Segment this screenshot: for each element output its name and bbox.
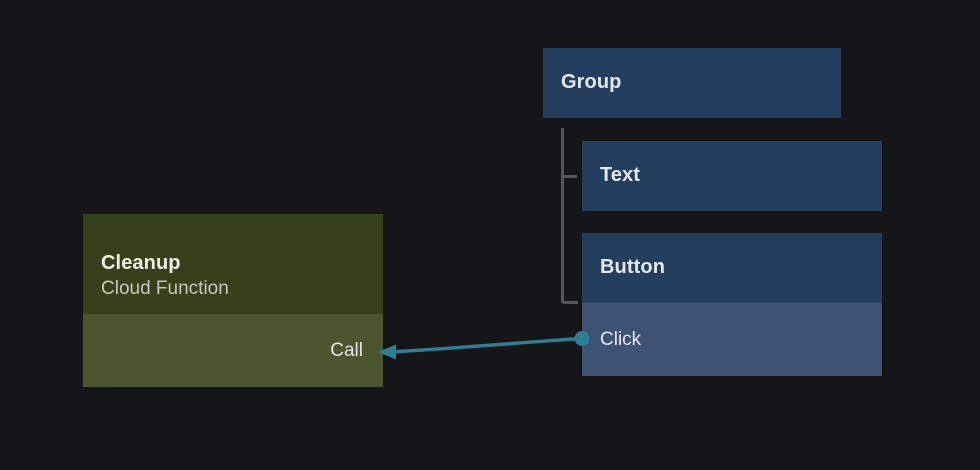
node-cleanup-subtitle: Cloud Function	[101, 277, 229, 299]
node-button-click-port-row[interactable]: Click	[582, 303, 882, 376]
port-label-call: Call	[330, 340, 363, 361]
node-group-title: Group	[561, 71, 622, 94]
node-text-title: Text	[600, 164, 641, 187]
node-cleanup[interactable]: Cleanup Cloud Function Call	[83, 214, 383, 387]
node-cleanup-header[interactable]: Cleanup Cloud Function	[83, 214, 383, 314]
node-text-header[interactable]: Text	[582, 141, 882, 211]
node-cleanup-call-port-row[interactable]: Call	[83, 314, 383, 387]
edge-path	[390, 336, 582, 354]
node-group[interactable]: Group	[543, 48, 841, 118]
node-button-title: Button	[600, 256, 666, 279]
node-cleanup-title: Cleanup	[101, 252, 181, 275]
node-button-header[interactable]: Button	[582, 233, 882, 303]
node-group-header[interactable]: Group	[543, 48, 841, 118]
node-button[interactable]: Button Click	[582, 233, 882, 376]
port-label-click: Click	[600, 329, 642, 350]
node-text[interactable]: Text	[582, 141, 882, 211]
